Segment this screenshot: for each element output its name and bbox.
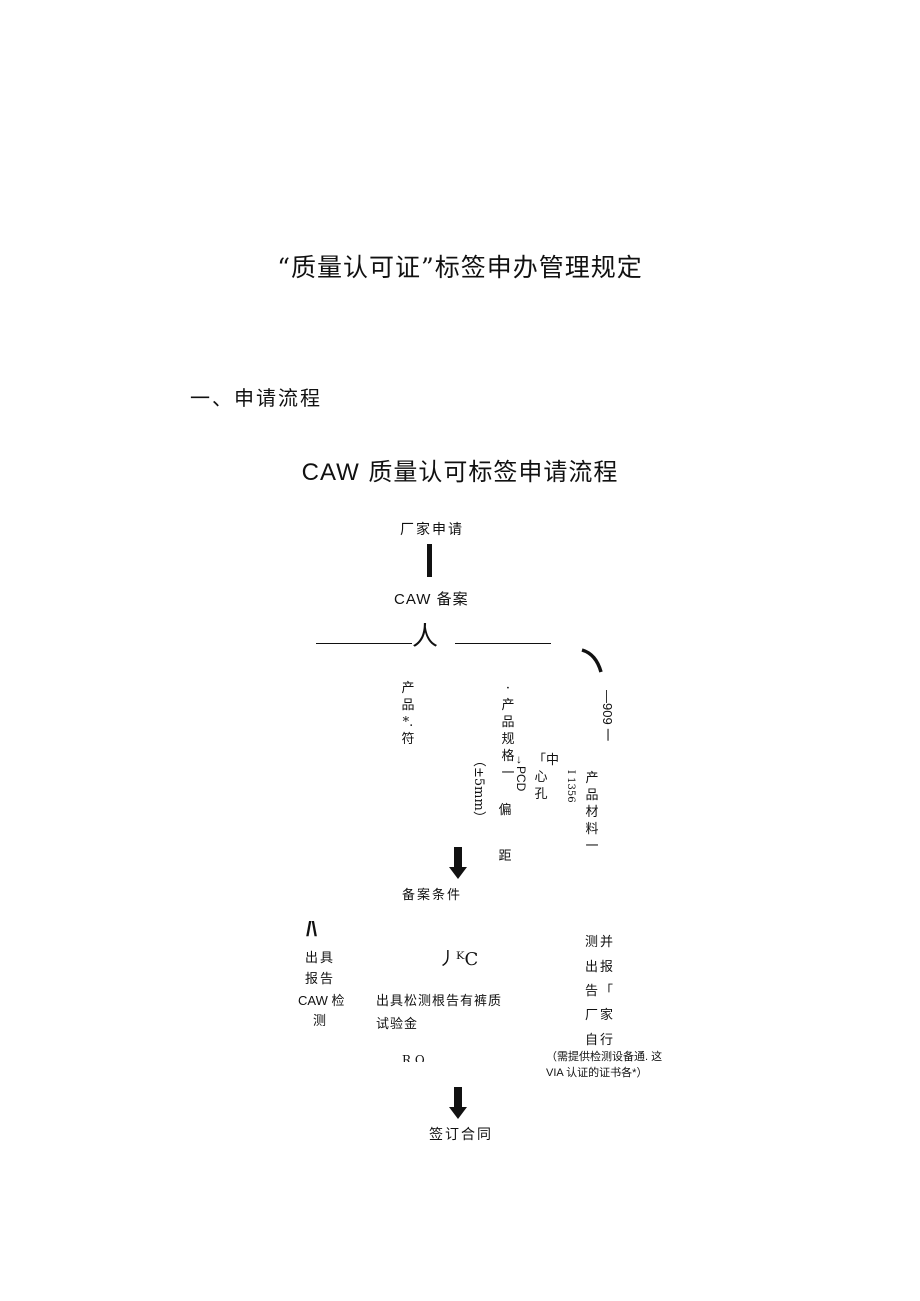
flow-step-apply: 厂家申请 xyxy=(400,522,464,538)
condition-right-line-3: 告「 xyxy=(585,984,616,999)
flow-title: CAW 质量认可标签申请流程 xyxy=(0,452,920,487)
branch-line-left xyxy=(316,643,412,644)
condition-left-line-3: CAW 检 xyxy=(298,993,345,1008)
flow-step-contract: 签订合同 xyxy=(429,1127,493,1143)
document-title: “质量认可证”标签申办管理规定 xyxy=(277,253,643,282)
branch-line-right xyxy=(455,643,551,644)
branch-curve xyxy=(581,648,603,673)
branch-code: I 1356 xyxy=(565,770,576,803)
flow-step-conditions: 备案条件 xyxy=(402,888,463,903)
condition-mid-mark: 丿ᴷC xyxy=(438,949,479,970)
condition-mid-line-1: 出具松测根告有裤质 xyxy=(376,994,503,1009)
condition-right-line-1: 测并 xyxy=(585,935,616,950)
condition-right-line-2: 出报 xyxy=(585,960,616,975)
branch-tolerance: （±5mm） xyxy=(471,754,486,824)
condition-right-line-5: 自行 xyxy=(585,1033,616,1048)
flow-title-latin: CAW xyxy=(301,459,360,486)
condition-left-line-4: 测 xyxy=(313,1014,329,1029)
condition-left-line-2: 报告 xyxy=(305,972,336,987)
flow-title-rest: 质量认可标签申请流程 xyxy=(359,458,619,486)
condition-left-line-1: 出具 xyxy=(305,951,336,966)
branch-center-hole: 「中心孔 xyxy=(533,753,560,802)
branch-material-code: —909 一 xyxy=(600,690,615,742)
branch-product-spec: ·产品规格一 xyxy=(501,681,515,781)
condition-right-line-4: 厂家 xyxy=(585,1008,616,1023)
condition-mid-fragment: R O xyxy=(402,1053,425,1062)
branch-split-mark: 人 xyxy=(412,622,439,652)
condition-mid-line-2: 试验金 xyxy=(376,1017,419,1032)
branch-pcd: →PCD xyxy=(514,754,528,792)
section-heading: 一、申请流程 xyxy=(190,386,322,410)
branch-offset: 偏距 xyxy=(498,803,512,864)
flow-connector-bar xyxy=(427,544,432,577)
condition-left-mark: /\ xyxy=(306,919,318,941)
condition-note-line-1: （需提供检测设备通. 这 xyxy=(546,1051,663,1063)
branch-product-conformity: 产品*.符 xyxy=(401,681,415,747)
condition-note-line-2: VIA 认证的证书各*） xyxy=(546,1067,648,1079)
flow-step-record: CAW 备案 xyxy=(394,591,469,608)
branch-material-a: 产品材料一 xyxy=(585,771,599,854)
